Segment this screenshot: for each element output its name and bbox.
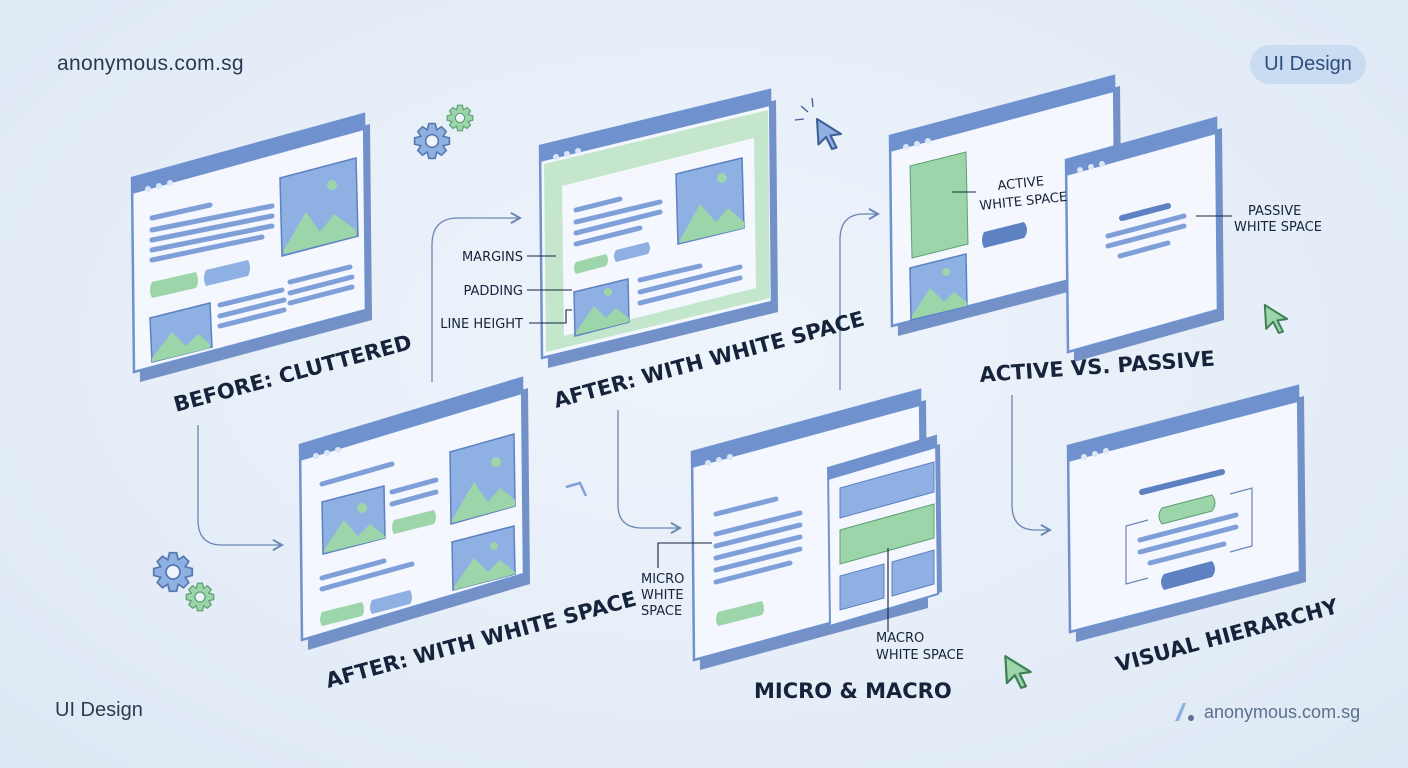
cursor-icon [794,97,1289,689]
panel-micro-macro: MICRO WHITE SPACE MACRO WHITE SPACE MICR… [641,388,964,703]
panel-before-cluttered: BEFORE: CLUTTERED [130,112,414,417]
panel-active-passive: ACTIVE WHITE SPACE PASSIVE WHITE SPACE A… [888,74,1322,387]
annotation-micro-1: MICRO [641,572,684,587]
panel-after-lower: AFTER: WITH WHITE SPACE [298,376,639,693]
annotation-margins: MARGINS [462,250,523,265]
panel-after-upper: MARGINS PADDING LINE HEIGHT AFTER: WITH … [440,88,867,413]
annotation-macro-2: WHITE SPACE [876,648,964,663]
flow-connectors [197,207,1052,552]
annotation-active-1: ACTIVE [997,174,1045,194]
panel-title: MICRO & MACRO [754,679,952,703]
annotation-passive-2: WHITE SPACE [1234,220,1322,235]
category-badge[interactable]: UI Design [1250,45,1366,84]
footer-category: UI Design [55,699,143,721]
annotation-line-height: LINE HEIGHT [440,317,523,332]
annotation-padding: PADDING [463,284,523,299]
annotation-micro-3: SPACE [641,604,682,619]
annotation-passive-1: PASSIVE [1248,204,1301,219]
site-url[interactable]: anonymous.com.sg [57,52,244,75]
annotation-micro-2: WHITE [641,588,684,603]
brand-logo-icon [1175,703,1194,721]
footer-brand[interactable]: anonymous.com.sg [1172,701,1360,723]
panel-visual-hierarchy: VISUAL HIERARCHY [1066,384,1341,677]
annotation-macro-1: MACRO [876,631,924,646]
footer-site[interactable]: anonymous.com.sg [1204,701,1361,722]
